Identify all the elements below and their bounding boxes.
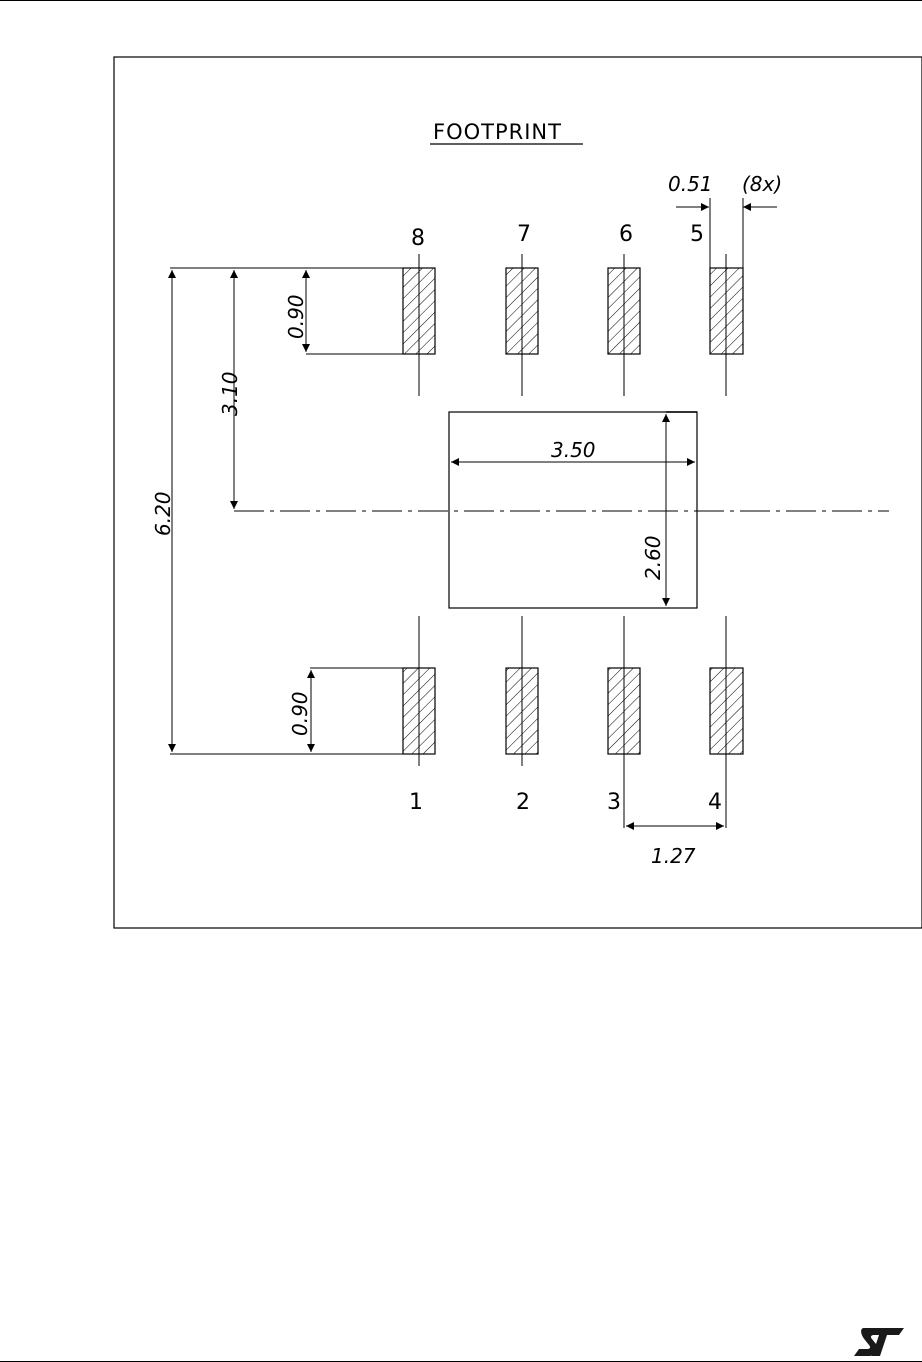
dim-pitch-label: 1.27 (651, 844, 696, 868)
dim-body-height-label: 2.60 (641, 535, 665, 580)
diagram-title: FOOTPRINT (433, 120, 562, 144)
pin-number-8: 8 (411, 226, 425, 251)
bottom-pads (402, 667, 744, 755)
pad-width-extension-lines (709, 198, 744, 268)
header-rule (0, 0, 922, 1)
extension-lines (170, 267, 403, 755)
top-pad-centerlines (418, 254, 727, 396)
pad-4 (709, 667, 744, 755)
pin-number-1: 1 (409, 790, 423, 815)
pad-width-label: 0.51 (668, 172, 713, 196)
pin-number-3: 3 (607, 790, 621, 815)
pad-3 (607, 667, 641, 755)
package-body (448, 411, 698, 609)
dim-half-span-label: 3.10 (218, 371, 242, 416)
pin-number-6: 6 (619, 222, 633, 247)
pad-1 (402, 667, 436, 755)
pad-count-label: (8x) (742, 172, 782, 196)
st-logo-icon (854, 1328, 904, 1356)
pin-number-4: 4 (708, 790, 722, 815)
drawing-frame (113, 56, 922, 929)
dim-pad-height-top-label: 0.90 (284, 294, 308, 339)
top-pads (402, 267, 744, 355)
dim-body-width-label: 3.50 (551, 438, 596, 462)
pin-number-2: 2 (516, 790, 530, 815)
pin-number-5: 5 (690, 222, 704, 247)
dim-pad-height-bottom-label: 0.90 (288, 691, 312, 736)
pin-number-7: 7 (517, 222, 531, 247)
bottom-pad-centerlines (418, 616, 727, 828)
dim-total-span-label: 6.20 (151, 491, 175, 536)
pad-2 (505, 667, 539, 755)
